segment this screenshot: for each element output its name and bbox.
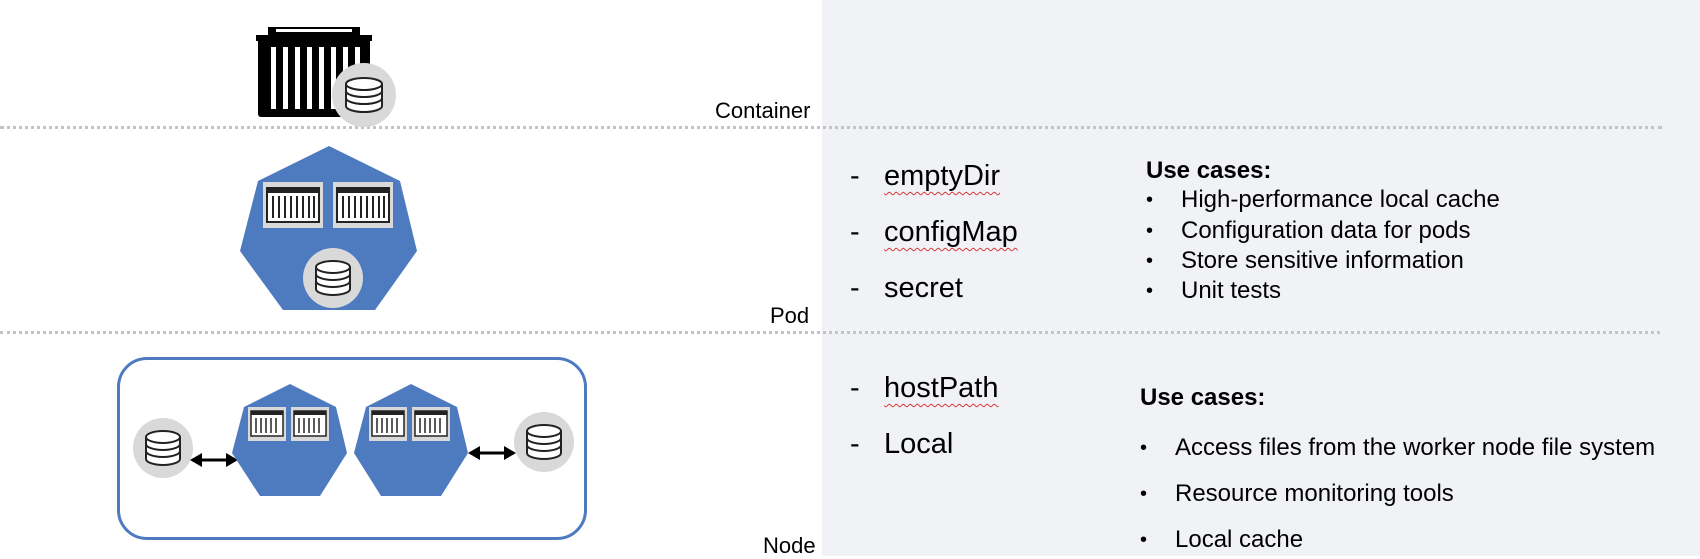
use-case-text: Configuration data for pods [1181,217,1471,244]
bullet: • [1146,219,1154,242]
node-use-case-item: • Resource monitoring tools [1140,480,1454,508]
bullet: • [1146,279,1154,302]
bullet: • [1140,482,1148,505]
pod-use-case-item: • High-performance local cache [1146,186,1500,214]
volume-name: configMap [884,216,1018,248]
node-box [117,357,587,540]
dash: - [850,272,860,304]
container-with-disk-icon [256,27,396,127]
node-use-case-item: • Access files from the worker node file… [1140,434,1655,462]
layer-label-container: Container [715,98,811,123]
pod-node-separator [0,331,1660,334]
layer-label-node: Node [763,533,816,558]
pod-use-case-item: • Configuration data for pods [1146,217,1471,245]
dash: - [850,428,860,460]
volume-details-panel [822,0,1700,556]
use-case-text: Store sensitive information [1181,247,1464,274]
volume-name: secret [884,272,963,304]
volume-name: emptyDir [884,160,1001,192]
database-icon [133,418,193,478]
volume-type-local: - Local [850,428,953,461]
dash: - [850,216,860,248]
pod-use-cases-title: Use cases: [1146,157,1272,184]
container-pod-separator [0,126,1662,129]
use-case-text: Local cache [1175,526,1304,553]
pod-icon [240,146,417,310]
container-icon [263,182,323,228]
use-case-text: Resource monitoring tools [1175,480,1454,507]
database-icon [332,63,396,127]
bullet: • [1146,188,1154,211]
pod-use-case-item: • Store sensitive information [1146,247,1464,275]
use-case-text: High-performance local cache [1181,186,1500,213]
volume-type-emptydir: - emptyDir [850,160,1000,193]
node-use-cases-title: Use cases: [1140,384,1266,411]
database-icon [514,412,574,472]
layer-label-pod: Pod [770,303,810,328]
node-icon [133,384,574,496]
bullet: • [1140,436,1148,459]
dash: - [850,372,860,404]
node-use-case-item: • Local cache [1140,526,1303,554]
double-arrow-icon [468,446,516,460]
volume-type-secret: - secret [850,272,963,305]
volume-type-hostpath: - hostPath [850,372,998,405]
volume-type-configmap: - configMap [850,216,1018,249]
database-icon [303,248,363,308]
container-icon [333,182,393,228]
pod-use-case-item: • Unit tests [1146,277,1281,305]
use-case-text: Unit tests [1181,277,1282,304]
pod-heptagon-icon [354,384,468,496]
volume-name: Local [884,428,954,460]
use-case-text: Access files from the worker node file s… [1175,434,1656,461]
pod-heptagon-icon [232,384,347,496]
double-arrow-icon [190,453,238,467]
dash: - [850,160,860,192]
bullet: • [1140,528,1148,551]
volume-name: hostPath [884,372,999,404]
bullet: • [1146,249,1154,272]
